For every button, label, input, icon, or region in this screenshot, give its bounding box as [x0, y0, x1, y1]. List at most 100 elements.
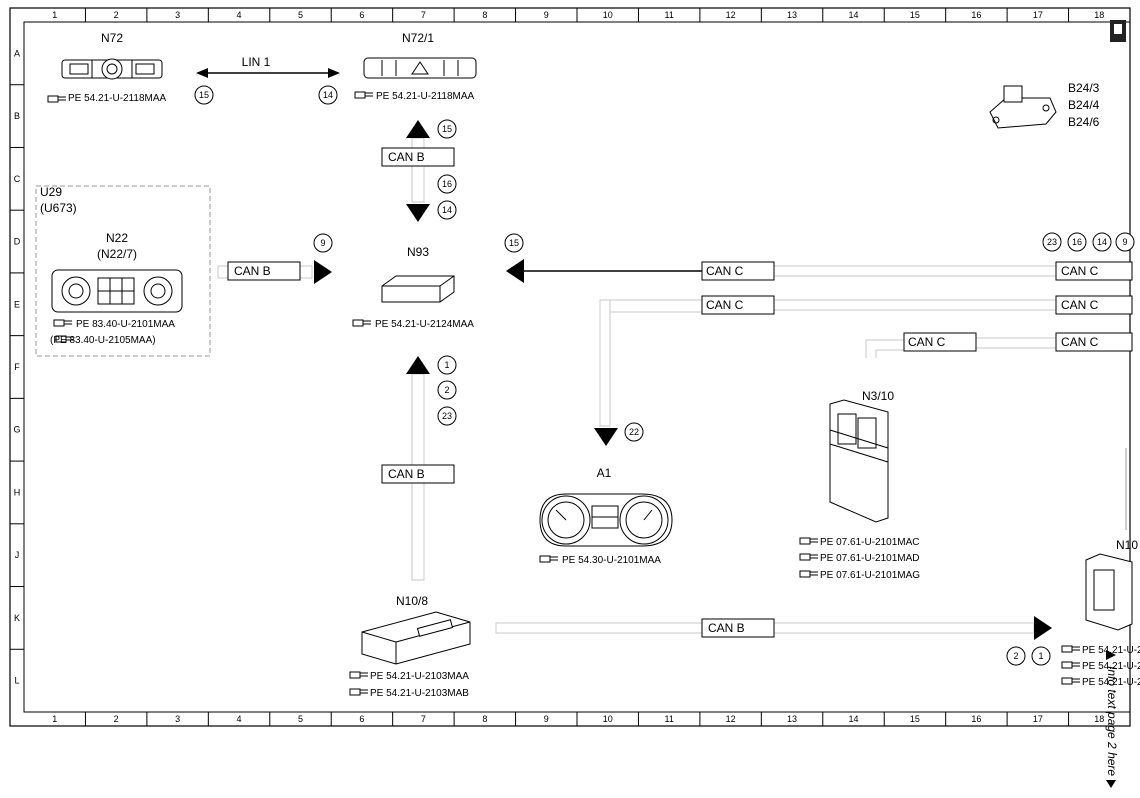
connector-n72-1-mid: 16: [437, 174, 457, 194]
grid-column-label: 8: [482, 10, 487, 20]
can-c-a1-label: CAN C: [706, 298, 744, 312]
n72-ref: PE 54.21-U-2118MAA: [68, 93, 167, 104]
svg-text:16: 16: [1072, 237, 1082, 247]
can-c-third-link: CAN C CAN C: [865, 332, 1133, 358]
svg-text:23: 23: [1047, 237, 1057, 247]
grid-column-label: 1: [52, 714, 57, 724]
n10-label: N10: [1116, 538, 1138, 552]
n72-1-ref: PE 54.21-U-2118MAA: [376, 91, 475, 102]
svg-text:14: 14: [1097, 237, 1107, 247]
connector-bottom-b: 1: [1031, 646, 1051, 666]
grid-column-label: 10: [603, 714, 613, 724]
grid-column-label: 9: [544, 10, 549, 20]
u29-sub: (U673): [40, 201, 77, 215]
n3-10-ref-2: PE 07.61-U-2101MAD: [820, 553, 920, 564]
n22-ref-icon-1: [53, 319, 72, 327]
component-n93: N93 PE 54.21-U-2124MAA: [352, 245, 474, 330]
n72-1-switch-panel-icon: [363, 57, 477, 79]
connector-n93-lower-c: 23: [437, 406, 457, 426]
b24-label-2: B24/4: [1068, 98, 1100, 112]
component-a1: A1 PE 54.30-U-2101MAA: [539, 466, 673, 566]
u29-label: U29: [40, 185, 62, 199]
connector-n93-lower-b: 2: [437, 380, 457, 400]
grid-column-label: 14: [848, 10, 858, 20]
grid-column-label: 17: [1033, 714, 1043, 724]
connector-right-c: 14: [1092, 232, 1112, 252]
svg-text:14: 14: [442, 205, 452, 215]
n10-ref-3: PE 54.21-U-2: [1082, 677, 1140, 688]
can-c-right-2-label: CAN C: [1061, 298, 1099, 312]
n3-10-ref-icon-2: [799, 553, 818, 561]
n10-ref-1: PE 54.21-U-2: [1082, 645, 1140, 656]
grid-row-label: F: [14, 362, 20, 372]
diagram-frame: [9, 7, 1131, 727]
svg-text:16: 16: [442, 179, 452, 189]
svg-text:15: 15: [509, 238, 519, 248]
svg-text:9: 9: [320, 238, 325, 248]
grid-column-label: 6: [359, 10, 364, 20]
can-c-right-3-label: CAN C: [1061, 335, 1099, 349]
svg-text:9: 9: [1122, 237, 1127, 247]
grid-column-label: 7: [421, 10, 426, 20]
n22-climate-panel-icon: [51, 269, 183, 313]
connector-n93-lower-a: 1: [437, 355, 457, 375]
svg-text:1: 1: [444, 360, 449, 370]
grid-column-label: 7: [421, 714, 426, 724]
connector-n72-1-up: 15: [437, 119, 457, 139]
grid-row-label: J: [15, 550, 20, 560]
svg-text:23: 23: [442, 411, 452, 421]
n93-label: N93: [407, 245, 429, 259]
grid-column-label: 4: [237, 714, 242, 724]
connector-n93-left: 15: [504, 233, 524, 253]
a1-label: A1: [597, 466, 612, 480]
grid-column-label: 4: [237, 10, 242, 20]
grid-column-label: 16: [971, 714, 981, 724]
side-note: Info text page 2 here: [1105, 650, 1119, 788]
a1-ref: PE 54.30-U-2101MAA: [562, 555, 661, 566]
can-b-bottom-label: CAN B: [708, 621, 745, 635]
svg-text:15: 15: [442, 124, 452, 134]
lin1-link: LIN 1: [196, 55, 340, 78]
n22-ref-icon-2: [55, 335, 74, 343]
diagram-inner-frame: [23, 21, 1131, 713]
n10-ref-2: PE 54.21-U-2: [1082, 661, 1140, 672]
grid-row-label: K: [14, 613, 20, 623]
can-b-n22-label: CAN B: [234, 264, 271, 278]
grid-row-label: L: [14, 676, 19, 686]
grid-column-label: 13: [787, 10, 797, 20]
component-n3-10: N3/10 PE 07.61-U-2101MAC PE 07.61-U-2101…: [799, 389, 920, 581]
svg-text:22: 22: [629, 427, 639, 437]
page-corner-icon: [1110, 20, 1126, 42]
svg-text:15: 15: [199, 90, 209, 100]
n72-ref-icon: [47, 95, 66, 103]
grid-column-label: 5: [298, 10, 303, 20]
grid-column-label: 6: [359, 714, 364, 724]
connector-right-a: 23: [1042, 232, 1062, 252]
n3-10-ref-icon-1: [799, 537, 818, 545]
can-b-n22-link: CAN B: [217, 260, 332, 284]
grid-column-label: 3: [175, 10, 180, 20]
n10-8-ref-2: PE 54.21-U-2103MAB: [370, 688, 469, 699]
grid-row-label: B: [14, 111, 20, 121]
component-n72-1: N72/1 PE 54.21-U-2118MAA: [354, 31, 477, 102]
n3-10-ecu-icon: [829, 399, 889, 523]
component-n10-8: N10/8 PE 54.21-U-2103MAA PE 54.21-U-2103…: [349, 594, 471, 699]
n72-label: N72: [101, 31, 123, 45]
n10-8-ref-icon-2: [349, 688, 368, 696]
n93-ref: PE 54.21-U-2124MAA: [375, 319, 474, 330]
can-c-n93-label: CAN C: [706, 264, 744, 278]
grid-row-label: D: [14, 237, 21, 247]
grid-column-label: 14: [848, 714, 858, 724]
a1-instrument-cluster-icon: [539, 493, 673, 547]
can-b-upper-link: CAN B: [381, 120, 455, 222]
grid-row-label: E: [14, 299, 20, 309]
component-n10: N10 PE 54.21-U-2 PE 54.21-U-2 PE 54.21-U…: [1061, 448, 1140, 688]
b24-sensor-icon: [989, 85, 1057, 129]
svg-text:2: 2: [444, 385, 449, 395]
n10-ref-icon-2: [1061, 661, 1080, 669]
n3-10-label: N3/10: [862, 389, 894, 403]
